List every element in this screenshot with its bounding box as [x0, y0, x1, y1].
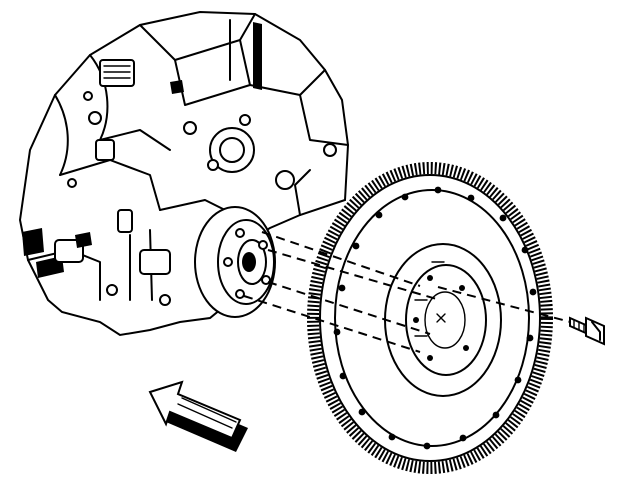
flywheel-icon [307, 162, 553, 474]
hollow-arrow-icon [148, 380, 248, 452]
alignment-lines [243, 231, 579, 353]
bolt-icon [569, 316, 605, 346]
crankshaft-flange-icon [194, 206, 276, 318]
engine-block-icon [18, 10, 350, 337]
